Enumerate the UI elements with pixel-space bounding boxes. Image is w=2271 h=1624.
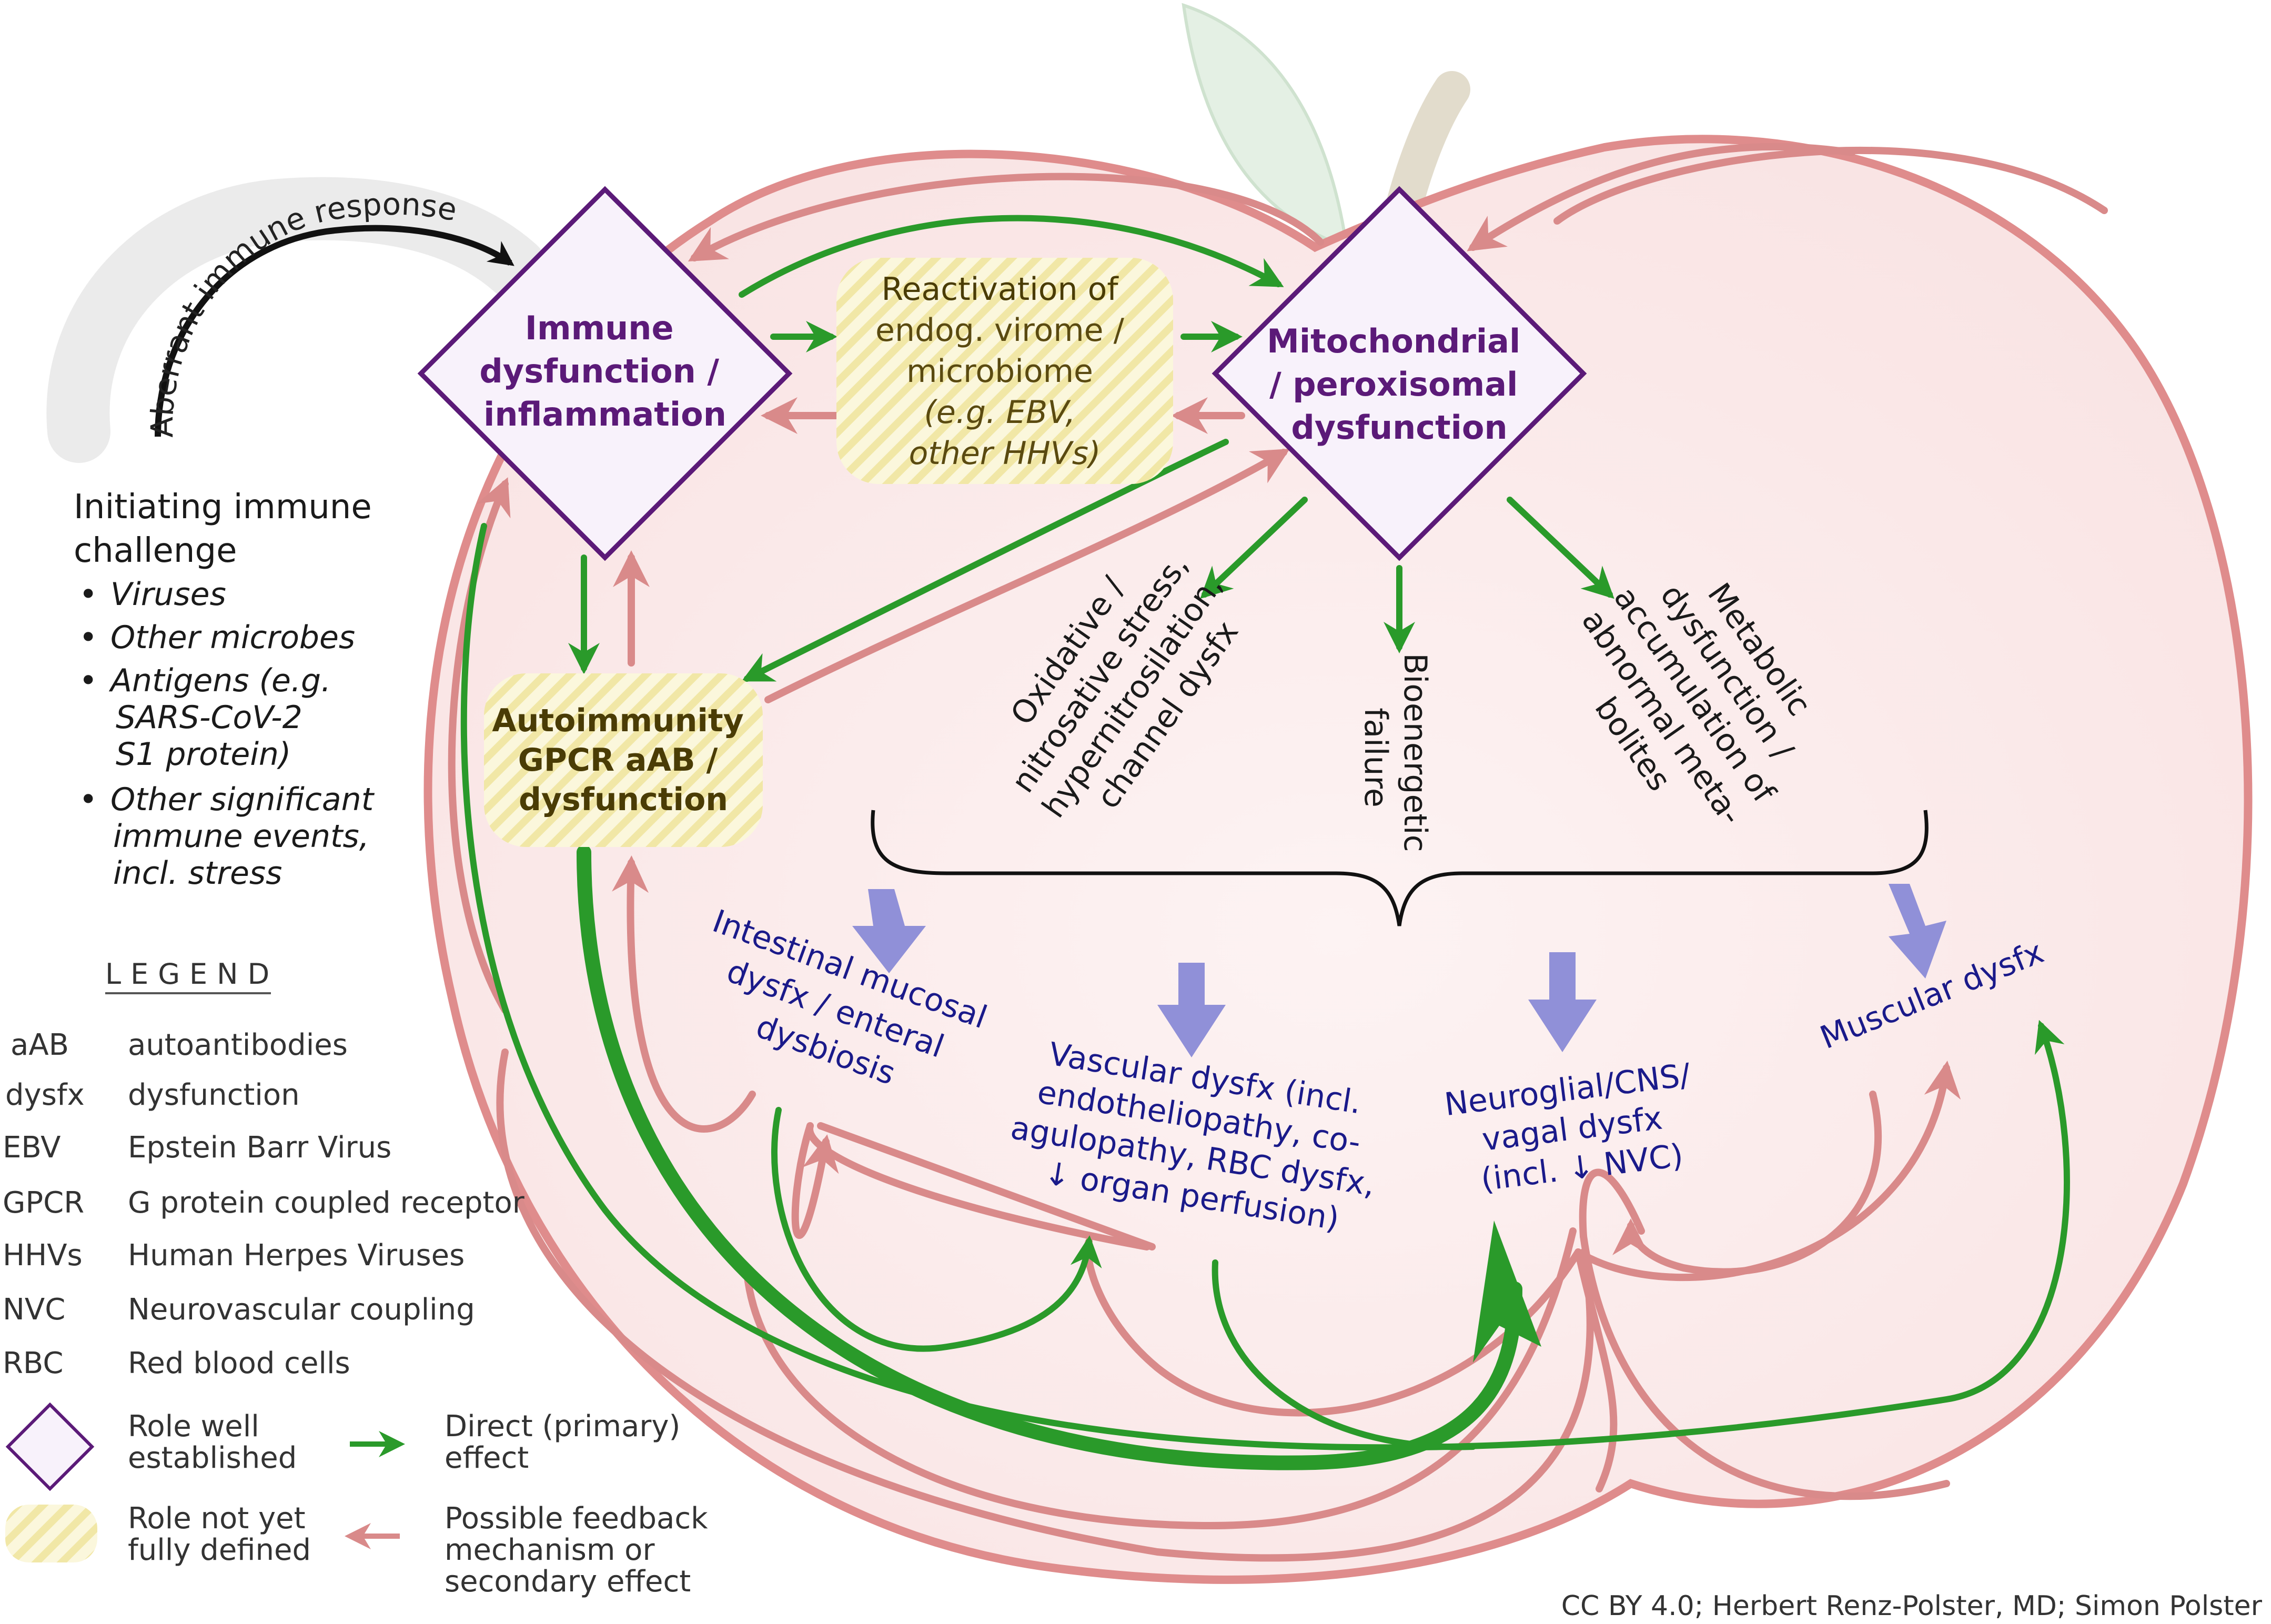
svg-text:dysfx: dysfx [5, 1078, 85, 1112]
immune-line-2: dysfunction / [479, 352, 719, 390]
initiating-challenge: Initiating immune challenge •Viruses •Ot… [74, 488, 383, 892]
bullet-viruses: Viruses [110, 576, 226, 613]
svg-text:autoantibodies: autoantibodies [128, 1028, 348, 1062]
reactivation-node: Reactivation of endog. virome / microbio… [836, 258, 1173, 484]
svg-text:Red blood cells: Red blood cells [128, 1346, 350, 1380]
svg-text:G protein coupled receptor: G protein coupled receptor [128, 1186, 525, 1220]
svg-text:Epstein Barr Virus: Epstein Barr Virus [128, 1131, 391, 1165]
svg-text:Mitochondrial / peroxiso: Mitochondrial / peroxisomal dysfunction [1267, 322, 1532, 447]
svg-text:Neurovascular coupling: Neurovascular coupling [128, 1293, 475, 1327]
svg-text:Human Herpes Viruses: Human Herpes Viruses [128, 1238, 465, 1273]
svg-text:aAB: aAB [11, 1028, 69, 1062]
mito-line-1: Mitochondrial [1267, 322, 1520, 360]
mito-line-2: / peroxisomal [1269, 365, 1518, 404]
immune-line-3: inflammation [483, 395, 726, 433]
thick-direct-arrowhead [1473, 1220, 1541, 1363]
challenge-title-2: challenge [74, 531, 237, 570]
svg-text:Initiating immune challe: Initiating immune challenge [74, 488, 382, 570]
bullet-other-3: incl. stress [113, 855, 282, 892]
bullet-microbes: Other microbes [110, 619, 355, 656]
bullet-antigens-3: S1 protein) [116, 736, 291, 773]
svg-text:•Viruses •Other microbes: •Viruses •Other microbes •Antigens (e.g.… [79, 576, 383, 892]
svg-text:NVC: NVC [3, 1293, 65, 1327]
svg-text:Bioenergetic failure: Bioenergetic failure [1357, 653, 1434, 862]
svg-text:Role not yet fully defin: Role not yet fully defined [128, 1501, 315, 1567]
reactivation-line-2: endog. virome / [875, 312, 1125, 349]
autoimmunity-line-2: GPCR aAB / [518, 742, 718, 779]
autoimmunity-line-3: dysfunction [519, 781, 728, 818]
reactivation-line-3: microbiome [906, 353, 1093, 390]
svg-text:Role well established: Role well established [128, 1409, 297, 1475]
mitochondrial-dysfunction-node: Mitochondrial / peroxisomal dysfunction [1212, 186, 1587, 561]
bioenergetic-failure-label: Bioenergetic failure [1357, 653, 1434, 862]
legend-diamond-icon [5, 1402, 95, 1491]
svg-text:HHVs: HHVs [3, 1238, 83, 1273]
svg-text:Possible feedback mechan: Possible feedback mechanism or secondary… [445, 1501, 717, 1599]
bullet-antigens-2: SARS-CoV-2 [116, 699, 302, 736]
svg-text:Reactivation of endog. v: Reactivation of endog. virome / microbio… [875, 271, 1134, 472]
svg-text:Immune dysfunction /: Immune dysfunction / inflammation [479, 309, 730, 433]
thick-direct-arrow [577, 845, 1522, 1470]
immune-dysfunction-node: Immune dysfunction / inflammation [417, 186, 793, 561]
reactivation-italic-1: (e.g. EBV, [924, 394, 1075, 431]
bullet-other-1: Other significant [110, 781, 375, 818]
direct-arrows [460, 215, 2070, 1451]
aberrant-response-arch: Aberrant immune response [46, 177, 547, 463]
legend-title: LEGEND [105, 957, 279, 991]
legend: LEGEND aAB autoantibodies dysfx dysfunct… [3, 957, 717, 1599]
autoimmunity-node: Autoimmunity GPCR aAB / dysfunction [484, 673, 763, 847]
svg-text:Direct (primary) effect: Direct (primary) effect [445, 1409, 690, 1475]
feedback-arrows [448, 143, 2108, 1562]
bullet-antigens-1: Antigens (e.g. [108, 662, 331, 699]
svg-text:RBC: RBC [3, 1346, 63, 1380]
curly-brace-icon [871, 810, 1929, 926]
credit-line: CC BY 4.0; Herbert Renz-Polster, MD; Sim… [1561, 1590, 2263, 1622]
svg-text:dysfunction: dysfunction [128, 1078, 300, 1112]
svg-text:EBV: EBV [3, 1131, 60, 1165]
immune-line-1: Immune [525, 309, 674, 347]
blue-arrows [852, 884, 1946, 1057]
legend-hatched-icon [5, 1505, 97, 1562]
autoimmunity-line-1: Autoimmunity [492, 702, 743, 739]
svg-text:GPCR: GPCR [3, 1186, 84, 1220]
reactivation-line-1: Reactivation of [881, 271, 1119, 308]
reactivation-italic-2: other HHVs) [909, 435, 1101, 472]
mito-line-3: dysfunction [1291, 408, 1507, 447]
challenge-title-1: Initiating immune [74, 488, 372, 527]
svg-text:Autoimmunity GPCR aAB /: Autoimmunity GPCR aAB / dysfunction [492, 702, 754, 818]
bullet-other-2: immune events, [113, 818, 369, 855]
